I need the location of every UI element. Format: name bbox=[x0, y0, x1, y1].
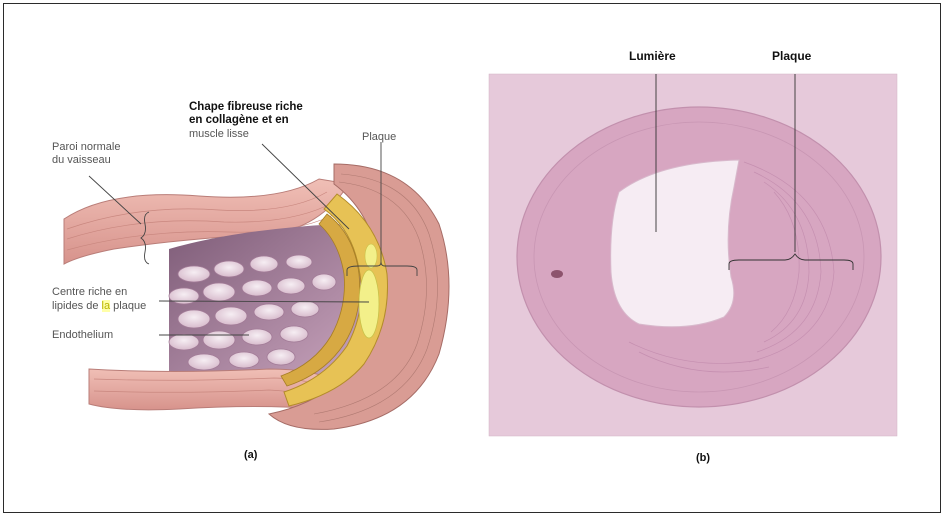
figure-frame: Chape fibreuse riche en collagène et en … bbox=[3, 3, 941, 513]
histology-micrograph bbox=[489, 42, 909, 482]
label-plaque-b: Plaque bbox=[772, 50, 811, 63]
label-lipid-core-line2: lipides de la plaque bbox=[52, 300, 146, 313]
label-lipid-core-line1: Centre riche en bbox=[52, 286, 127, 299]
caption-b: (b) bbox=[696, 452, 710, 464]
panel-a-illustration: Chape fibreuse riche en collagène et en … bbox=[19, 24, 459, 494]
label-normal-wall-line2: du vaisseau bbox=[52, 154, 111, 167]
caption-a: (a) bbox=[244, 449, 257, 461]
lipid-core-text-pre: lipides de bbox=[52, 300, 102, 312]
lumen-region bbox=[611, 160, 739, 327]
label-lumen: Lumière bbox=[629, 50, 676, 63]
lipid-core bbox=[359, 270, 379, 338]
label-fibrous-cap-line3: muscle lisse bbox=[189, 128, 249, 141]
label-normal-wall-line1: Paroi normale bbox=[52, 141, 120, 154]
label-fibrous-cap-line2: en collagène et en bbox=[189, 114, 289, 127]
artery-illustration bbox=[19, 24, 459, 494]
label-endothelium: Endothelium bbox=[52, 329, 113, 342]
panel-b-micrograph: Lumière Plaque (b) bbox=[489, 42, 909, 482]
label-fibrous-cap-line1: Chape fibreuse riche bbox=[189, 101, 303, 114]
lipid-core-text-highlight: la bbox=[102, 300, 111, 312]
label-plaque-a: Plaque bbox=[362, 131, 396, 144]
lipid-core-text-post: plaque bbox=[110, 300, 146, 312]
